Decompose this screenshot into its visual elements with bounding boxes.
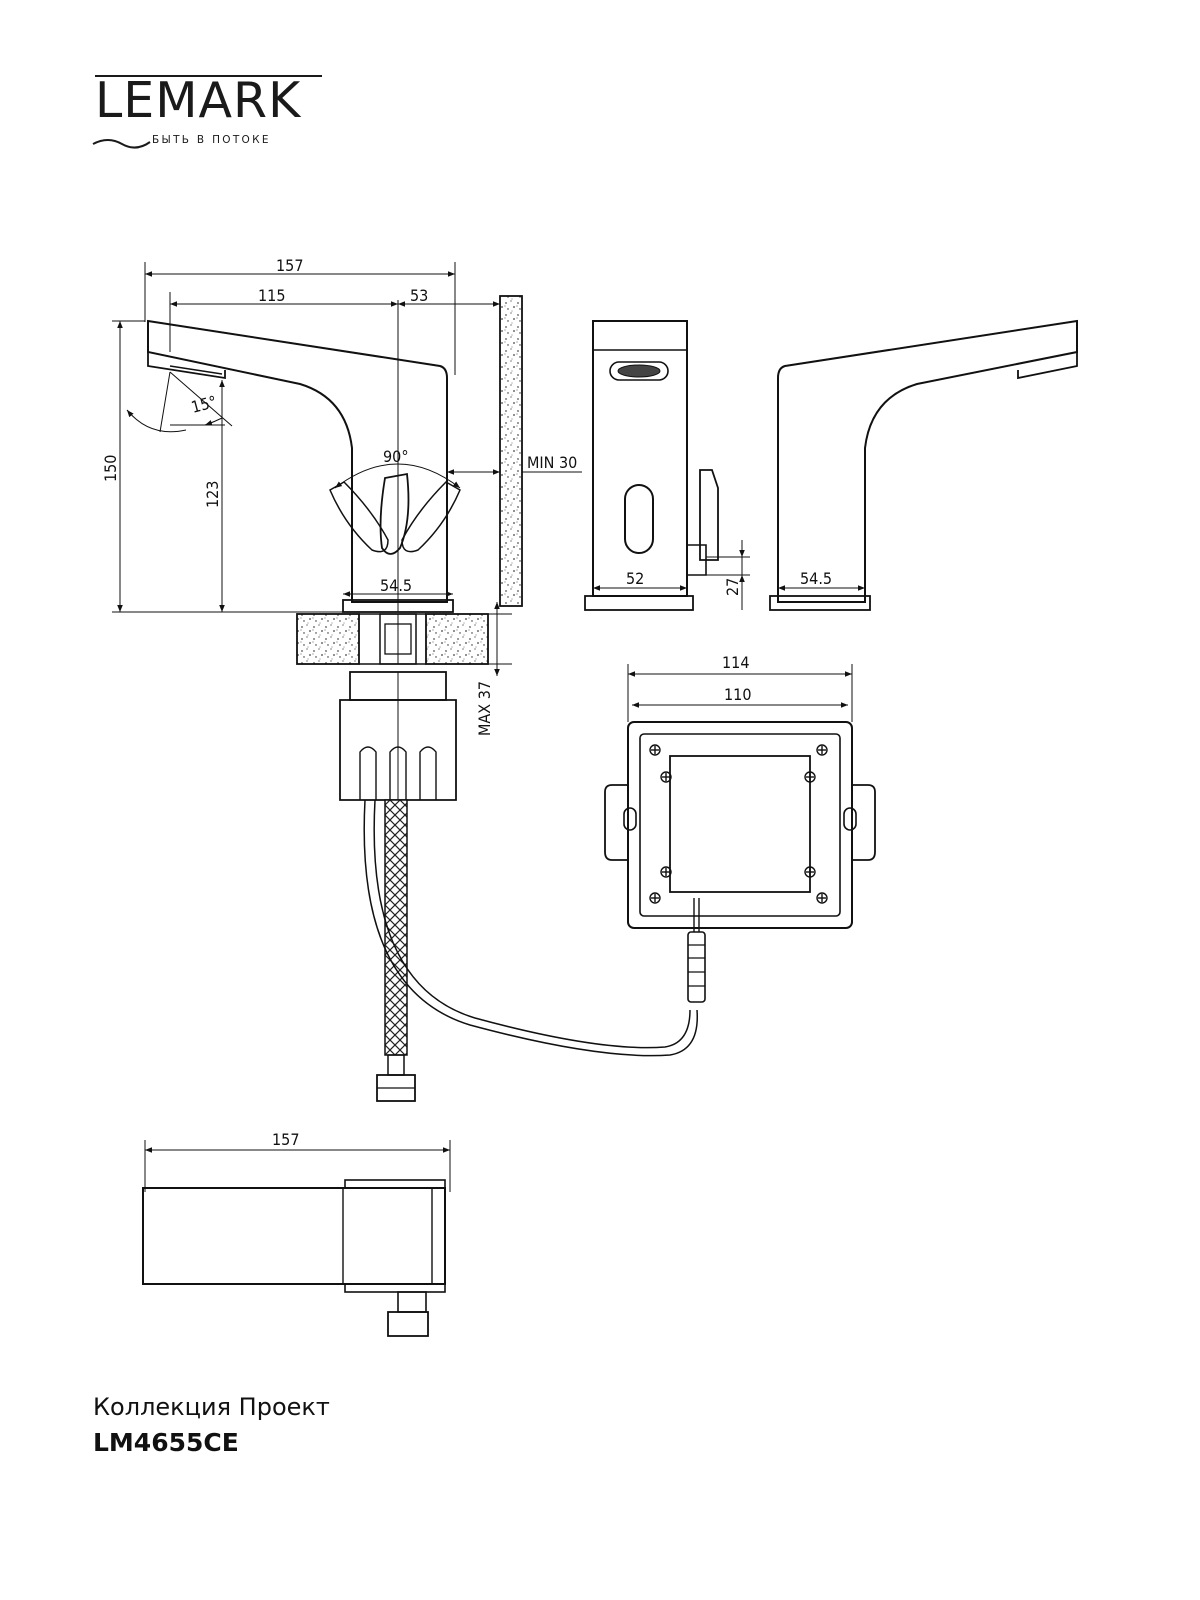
dim-min30: MIN 30 <box>527 453 577 472</box>
dimension-labels: 157 115 53 15° 150 123 90° MIN 30 54.5 5… <box>101 256 832 1149</box>
signal-cable <box>363 799 699 1057</box>
plan-view <box>142 1140 451 1337</box>
dim-max37: MAX 37 <box>475 681 494 736</box>
control-box <box>604 664 876 1003</box>
collection-name: Коллекция Проект <box>93 1393 330 1421</box>
dim-90deg: 90° <box>383 447 409 466</box>
braided-hose <box>384 799 408 1056</box>
right-side-view <box>769 319 1078 611</box>
countertop <box>296 602 512 676</box>
dim-52: 52 <box>626 569 644 588</box>
dim-53: 53 <box>410 286 428 305</box>
mounting-nut <box>339 671 457 801</box>
front-view <box>584 320 750 611</box>
dim-157-top: 157 <box>276 256 303 275</box>
dim-54-5-right: 54.5 <box>800 569 832 588</box>
brand-tagline: БЫТЬ В ПОТОКЕ <box>152 134 271 146</box>
dim-150: 150 <box>101 455 120 482</box>
side-view <box>112 262 500 613</box>
dim-15deg: 15° <box>189 392 219 417</box>
logo-lines <box>92 75 322 149</box>
dim-27: 27 <box>723 578 742 596</box>
dim-123: 123 <box>203 481 222 508</box>
dim-157-bottom: 157 <box>272 1130 299 1149</box>
model-number: LM4655CE <box>93 1428 239 1457</box>
wall <box>499 295 523 607</box>
dim-115: 115 <box>258 286 285 305</box>
dim-114: 114 <box>722 653 749 672</box>
brand-name: LEMARK <box>95 72 302 129</box>
dim-110: 110 <box>724 685 751 704</box>
dim-54-5-left: 54.5 <box>380 576 412 595</box>
